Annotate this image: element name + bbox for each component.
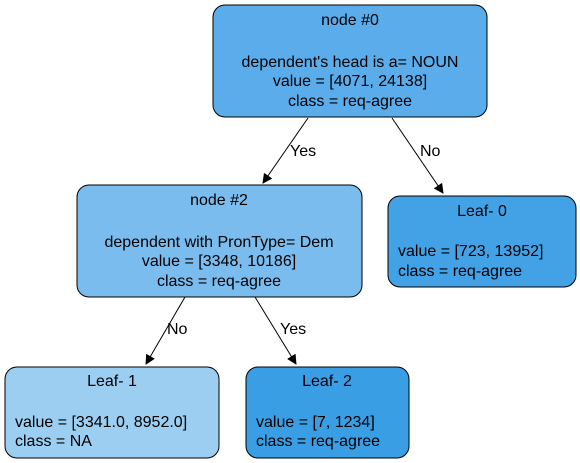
node-title: node #2 <box>190 192 248 209</box>
node-value: value = [4071, 24138] <box>273 73 427 90</box>
node-class: class = NA <box>15 433 92 450</box>
tree-leaf-1: Leaf- 1 value = [3341.0, 8952.0] class =… <box>4 366 220 459</box>
tree-node-0: node #0 dependent's head is a= NOUN valu… <box>212 4 488 118</box>
node-value: value = [3348, 10186] <box>142 253 296 270</box>
tree-leaf-2: Leaf- 2 value = [7, 1234] class = req-ag… <box>245 366 410 459</box>
node-box <box>212 4 488 118</box>
node-condition: dependent's head is a= NOUN <box>242 54 459 71</box>
node-value: value = [7, 1234] <box>256 414 375 431</box>
node-title: Leaf- 2 <box>302 373 352 390</box>
edge-label-yes: Yes <box>280 321 306 338</box>
node-title: node #0 <box>321 12 379 29</box>
node-class: class = req-agree <box>288 93 412 110</box>
edge-node2-leaf1: No <box>145 296 188 365</box>
edge-node2-leaf2: Yes <box>254 296 306 365</box>
node-box <box>245 366 410 459</box>
node-box <box>387 195 577 288</box>
tree-node-2: node #2 dependent with PronType= Dem val… <box>76 184 363 298</box>
node-class: class = req-agree <box>256 433 380 450</box>
node-value: value = [3341.0, 8952.0] <box>15 414 187 431</box>
node-class: class = req-agree <box>398 263 522 280</box>
node-condition: dependent with PronType= Dem <box>104 234 333 251</box>
node-box <box>4 366 220 459</box>
edge-label-no: No <box>167 321 188 338</box>
node-box <box>76 184 363 298</box>
tree-leaf-0: Leaf- 0 value = [723, 13952] class = req… <box>387 195 577 288</box>
edge-label-no: No <box>420 143 441 160</box>
edge-node0-node2: Yes <box>262 117 316 184</box>
node-title: Leaf- 1 <box>87 373 137 390</box>
node-class: class = req-agree <box>157 273 281 290</box>
edge-label-yes: Yes <box>290 143 316 160</box>
node-title: Leaf- 0 <box>457 203 507 220</box>
edge-node0-leaf0: No <box>391 117 444 194</box>
node-value: value = [723, 13952] <box>398 243 543 260</box>
